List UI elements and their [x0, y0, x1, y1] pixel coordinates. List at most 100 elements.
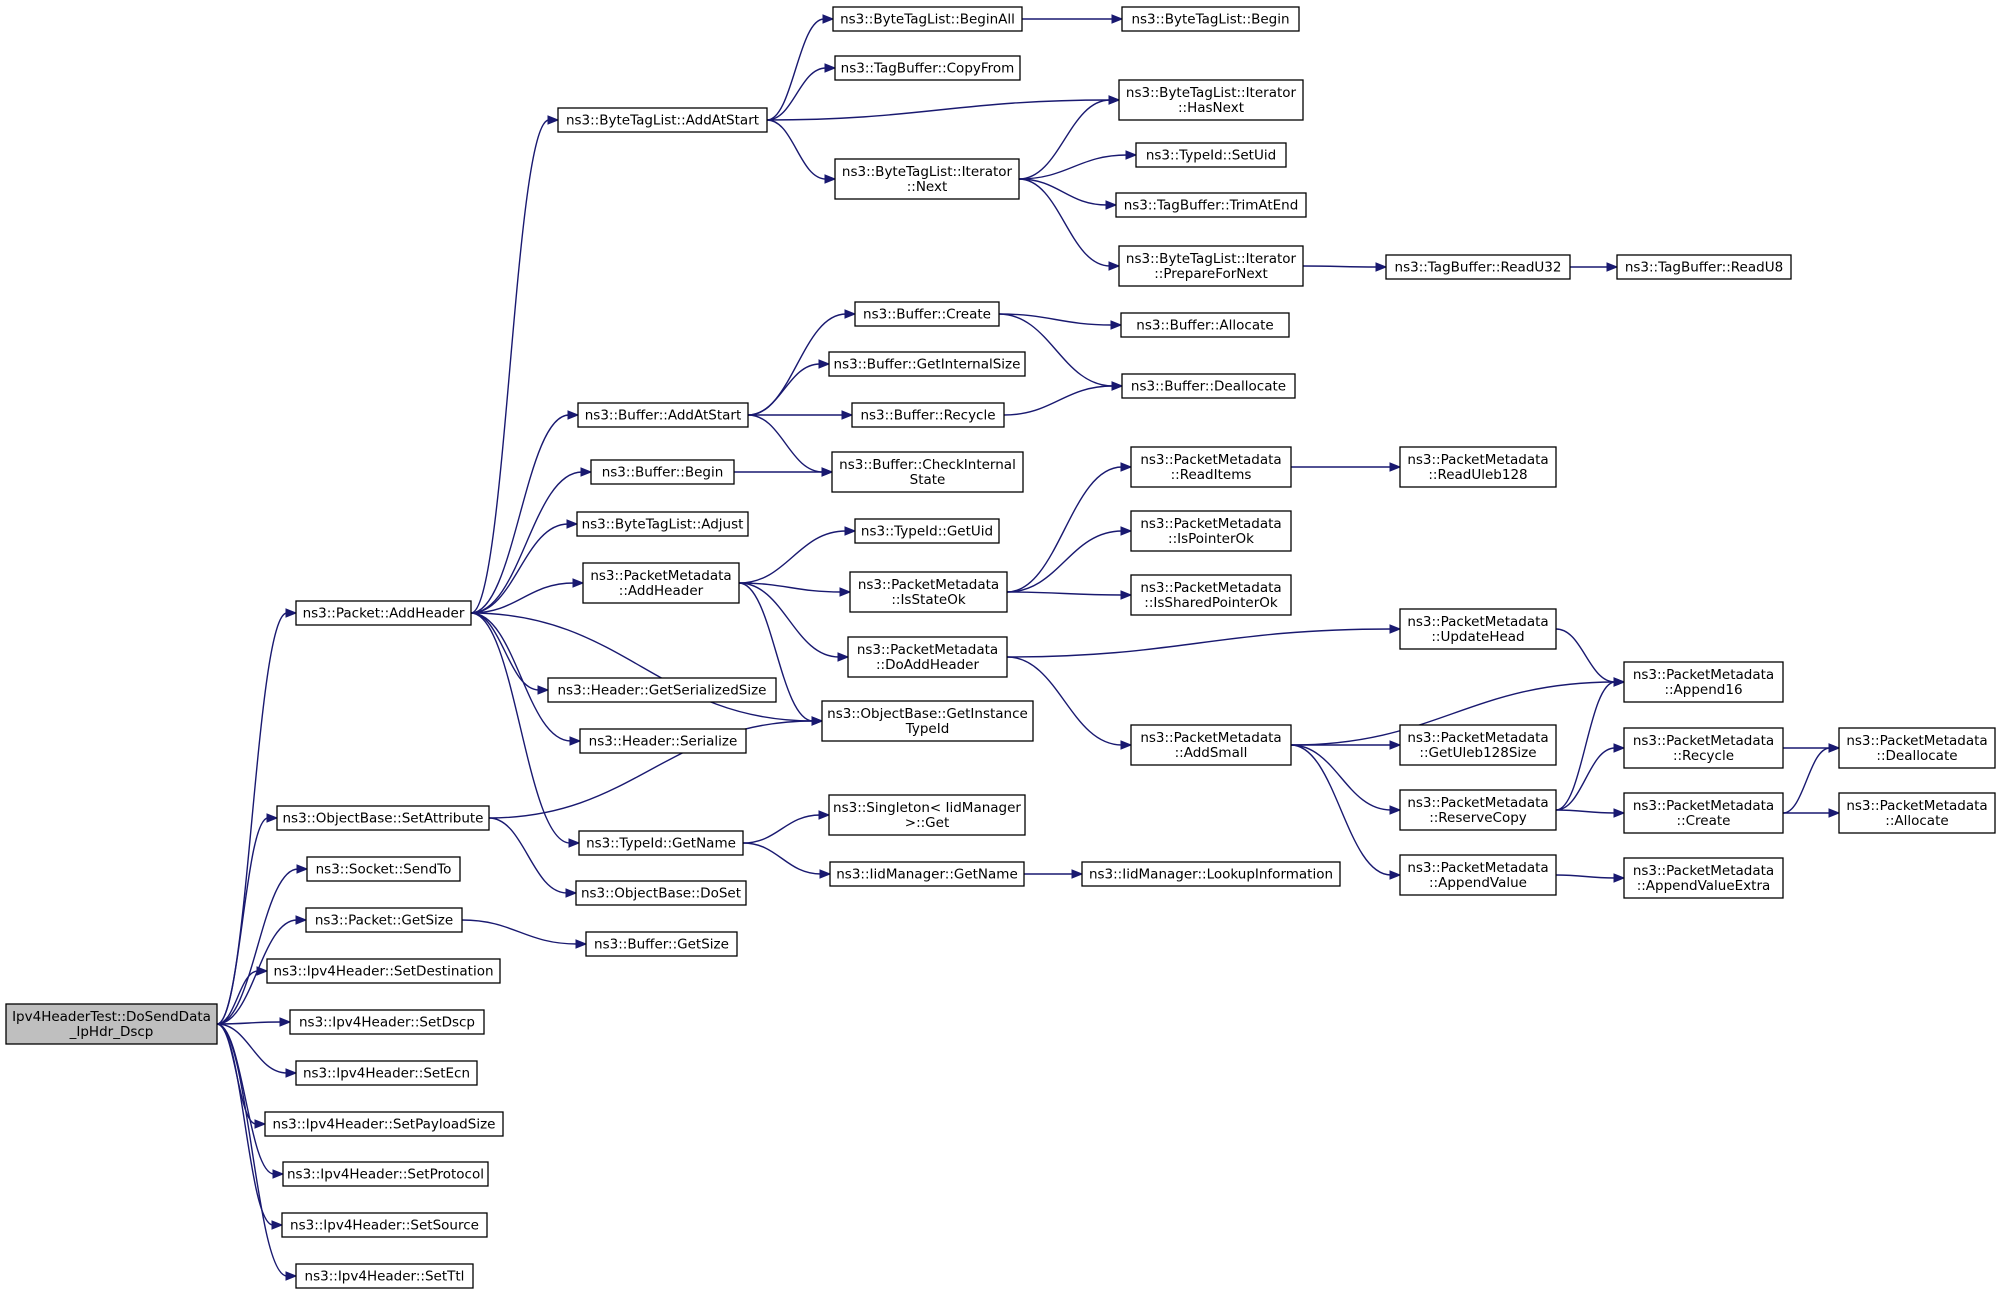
node-pmdealloc[interactable]: ns3::PacketMetadata::Deallocate [1838, 727, 1996, 769]
node-label-line: ns3::ObjectBase::DoSet [581, 886, 741, 902]
node-hgetser[interactable]: ns3::Header::GetSerializedSize [547, 677, 777, 703]
node-setsrc[interactable]: ns3::Ipv4Header::SetSource [281, 1212, 488, 1238]
node-sendto[interactable]: ns3::Socket::SendTo [306, 856, 461, 882]
edge-btlinext-to-tidsetuid [1018, 150, 1138, 180]
node-pmdoaddheader[interactable]: ns3::PacketMetadata::DoAddHeader [847, 636, 1008, 678]
node-singget[interactable]: ns3::Singleton< IidManager>::Get [828, 794, 1026, 836]
node-pmcreate[interactable]: ns3::PacketMetadata::Create [1623, 792, 1784, 834]
node-btlihasnext[interactable]: ns3::ByteTagList::Iterator::HasNext [1118, 79, 1304, 121]
node-btlbegin[interactable]: ns3::ByteTagList::Begin [1121, 6, 1300, 32]
node-label-line: ns3::IidManager::GetName [836, 867, 1018, 883]
node-pmreaditems[interactable]: ns3::PacketMetadata::ReadItems [1130, 446, 1292, 488]
arrowhead [567, 410, 580, 420]
node-label-line: ::AddSmall [1175, 745, 1248, 761]
node-label-line: ns3::Ipv4Header::SetSource [290, 1218, 479, 1234]
edge-bufbegin-to-bufcheck [734, 467, 834, 477]
node-pmappendvalue[interactable]: ns3::PacketMetadata::AppendValue [1399, 854, 1557, 896]
node-iidlookup[interactable]: ns3::IidManager::LookupInformation [1081, 861, 1341, 887]
node-box [266, 958, 501, 984]
node-bufgetsize[interactable]: ns3::Buffer::GetSize [585, 931, 738, 957]
edge-pmappendvalue-to-pmappextra [1555, 873, 1626, 883]
node-tidgetuid[interactable]: ns3::TypeId::GetUid [854, 518, 1000, 544]
node-box [1623, 857, 1784, 899]
node-pgetsize[interactable]: ns3::Packet::GetSize [305, 907, 463, 933]
node-pmalloc[interactable]: ns3::PacketMetadata::Allocate [1838, 792, 1996, 834]
node-label-line: ::HasNext [1178, 100, 1244, 116]
node-root[interactable]: Ipv4HeaderTest::DoSendData_IpHdr_Dscp [5, 1003, 218, 1045]
node-btlinext[interactable]: ns3::ByteTagList::Iterator::Next [834, 158, 1020, 200]
node-box [5, 1003, 218, 1045]
arrowhead [824, 63, 837, 73]
node-setecn[interactable]: ns3::Ipv4Header::SetEcn [295, 1060, 478, 1086]
node-bufrecycle[interactable]: ns3::Buffer::Recycle [851, 402, 1005, 428]
edge-pmreserve-to-pmcreate [1555, 808, 1626, 818]
node-label-line: ns3::Buffer::AddAtStart [585, 408, 742, 424]
node-pmaddheader[interactable]: ns3::PacketMetadata::AddHeader [582, 562, 740, 604]
node-bufdealloc[interactable]: ns3::Buffer::Deallocate [1121, 373, 1296, 399]
node-hser[interactable]: ns3::Header::Serialize [579, 728, 747, 754]
edge-line [1006, 591, 1123, 596]
node-box [295, 600, 472, 626]
node-box [829, 861, 1025, 887]
node-tidgetname[interactable]: ns3::TypeId::GetName [578, 830, 744, 856]
edge-root-to-setdscp [216, 1017, 292, 1027]
node-pmreaduleb[interactable]: ns3::PacketMetadata::ReadUleb128 [1399, 446, 1557, 488]
node-label-line: ns3::TypeId::SetUid [1146, 148, 1276, 164]
node-btlbeginall[interactable]: ns3::ByteTagList::BeginAll [832, 6, 1023, 32]
node-btladdatstart[interactable]: ns3::ByteTagList::AddAtStart [557, 107, 768, 133]
edge-bufaddatstart-to-bufgetint [747, 359, 831, 416]
node-bufalloc[interactable]: ns3::Buffer::Allocate [1120, 312, 1290, 338]
node-tbcopyfrom[interactable]: ns3::TagBuffer::CopyFrom [834, 55, 1021, 81]
node-pmrecycle[interactable]: ns3::PacketMetadata::Recycle [1623, 727, 1784, 769]
node-box [828, 794, 1026, 836]
edge-btladdatstart-to-btlinext [766, 119, 837, 184]
node-label-line: ns3::PacketMetadata [590, 568, 731, 584]
node-setattr[interactable]: ns3::ObjectBase::SetAttribute [276, 805, 490, 831]
node-tbtrim[interactable]: ns3::TagBuffer::TrimAtEnd [1115, 192, 1307, 218]
node-pmappend16[interactable]: ns3::PacketMetadata::Append16 [1623, 661, 1784, 703]
node-tidsetuid[interactable]: ns3::TypeId::SetUid [1135, 142, 1287, 168]
arrowhead [1111, 14, 1124, 24]
node-obdoset[interactable]: ns3::ObjectBase::DoSet [575, 880, 747, 906]
node-tbreadu8[interactable]: ns3::TagBuffer::ReadU8 [1616, 254, 1792, 280]
node-bufbegin[interactable]: ns3::Buffer::Begin [590, 459, 735, 485]
node-box [1115, 192, 1307, 218]
node-setdest[interactable]: ns3::Ipv4Header::SetDestination [266, 958, 501, 984]
node-pmisstateok[interactable]: ns3::PacketMetadata::IsStateOk [849, 571, 1008, 613]
node-bufaddatstart[interactable]: ns3::Buffer::AddAtStart [577, 402, 749, 428]
edge-root-to-sendto [216, 864, 309, 1025]
node-label-line: ns3::PacketMetadata [1407, 614, 1548, 630]
node-setpay[interactable]: ns3::Ipv4Header::SetPayloadSize [264, 1111, 504, 1137]
node-addheader[interactable]: ns3::Packet::AddHeader [295, 600, 472, 626]
node-iidgetname[interactable]: ns3::IidManager::GetName [829, 861, 1025, 887]
node-label-line: ns3::Buffer::GetSize [594, 937, 729, 953]
node-pmupdatehead[interactable]: ns3::PacketMetadata::UpdateHead [1399, 608, 1557, 650]
node-btladjust[interactable]: ns3::ByteTagList::Adjust [576, 511, 749, 537]
node-btliprep[interactable]: ns3::ByteTagList::Iterator::PrepareForNe… [1118, 245, 1304, 287]
node-box [585, 931, 738, 957]
node-bufcreate[interactable]: ns3::Buffer::Create [854, 301, 1000, 327]
node-pmreserve[interactable]: ns3::PacketMetadata::ReserveCopy [1399, 789, 1557, 831]
edge-pmaddsmall-to-pmreserve [1290, 744, 1402, 815]
node-box [578, 830, 744, 856]
node-setproto[interactable]: ns3::Ipv4Header::SetProtocol [282, 1161, 489, 1187]
node-pmappextra[interactable]: ns3::PacketMetadata::AppendValueExtra [1623, 857, 1784, 899]
edge-tidgetname-to-iidgetname [742, 842, 832, 879]
node-pmisptrok[interactable]: ns3::PacketMetadata::IsPointerOk [1130, 510, 1292, 552]
node-setdscp[interactable]: ns3::Ipv4Header::SetDscp [289, 1009, 485, 1035]
edge-btladdatstart-to-tbcopyfrom [766, 63, 837, 121]
node-bufgetint[interactable]: ns3::Buffer::GetInternalSize [828, 351, 1026, 377]
arrowhead [566, 519, 579, 529]
node-pmgetuleb[interactable]: ns3::PacketMetadata::GetUleb128Size [1399, 724, 1557, 766]
node-setttl[interactable]: ns3::Ipv4Header::SetTtl [295, 1263, 474, 1289]
node-label-line: ::Recycle [1673, 748, 1734, 764]
node-pmisshared[interactable]: ns3::PacketMetadata::IsSharedPointerOk [1130, 574, 1292, 616]
node-label-line: ns3::PacketMetadata [1407, 795, 1548, 811]
node-pmaddsmall[interactable]: ns3::PacketMetadata::AddSmall [1130, 724, 1292, 766]
node-tbreadu32[interactable]: ns3::TagBuffer::ReadU32 [1385, 254, 1571, 280]
node-label-line: ns3::Ipv4Header::SetEcn [303, 1066, 470, 1082]
node-box [577, 402, 749, 428]
edge-line [1006, 656, 1123, 746]
